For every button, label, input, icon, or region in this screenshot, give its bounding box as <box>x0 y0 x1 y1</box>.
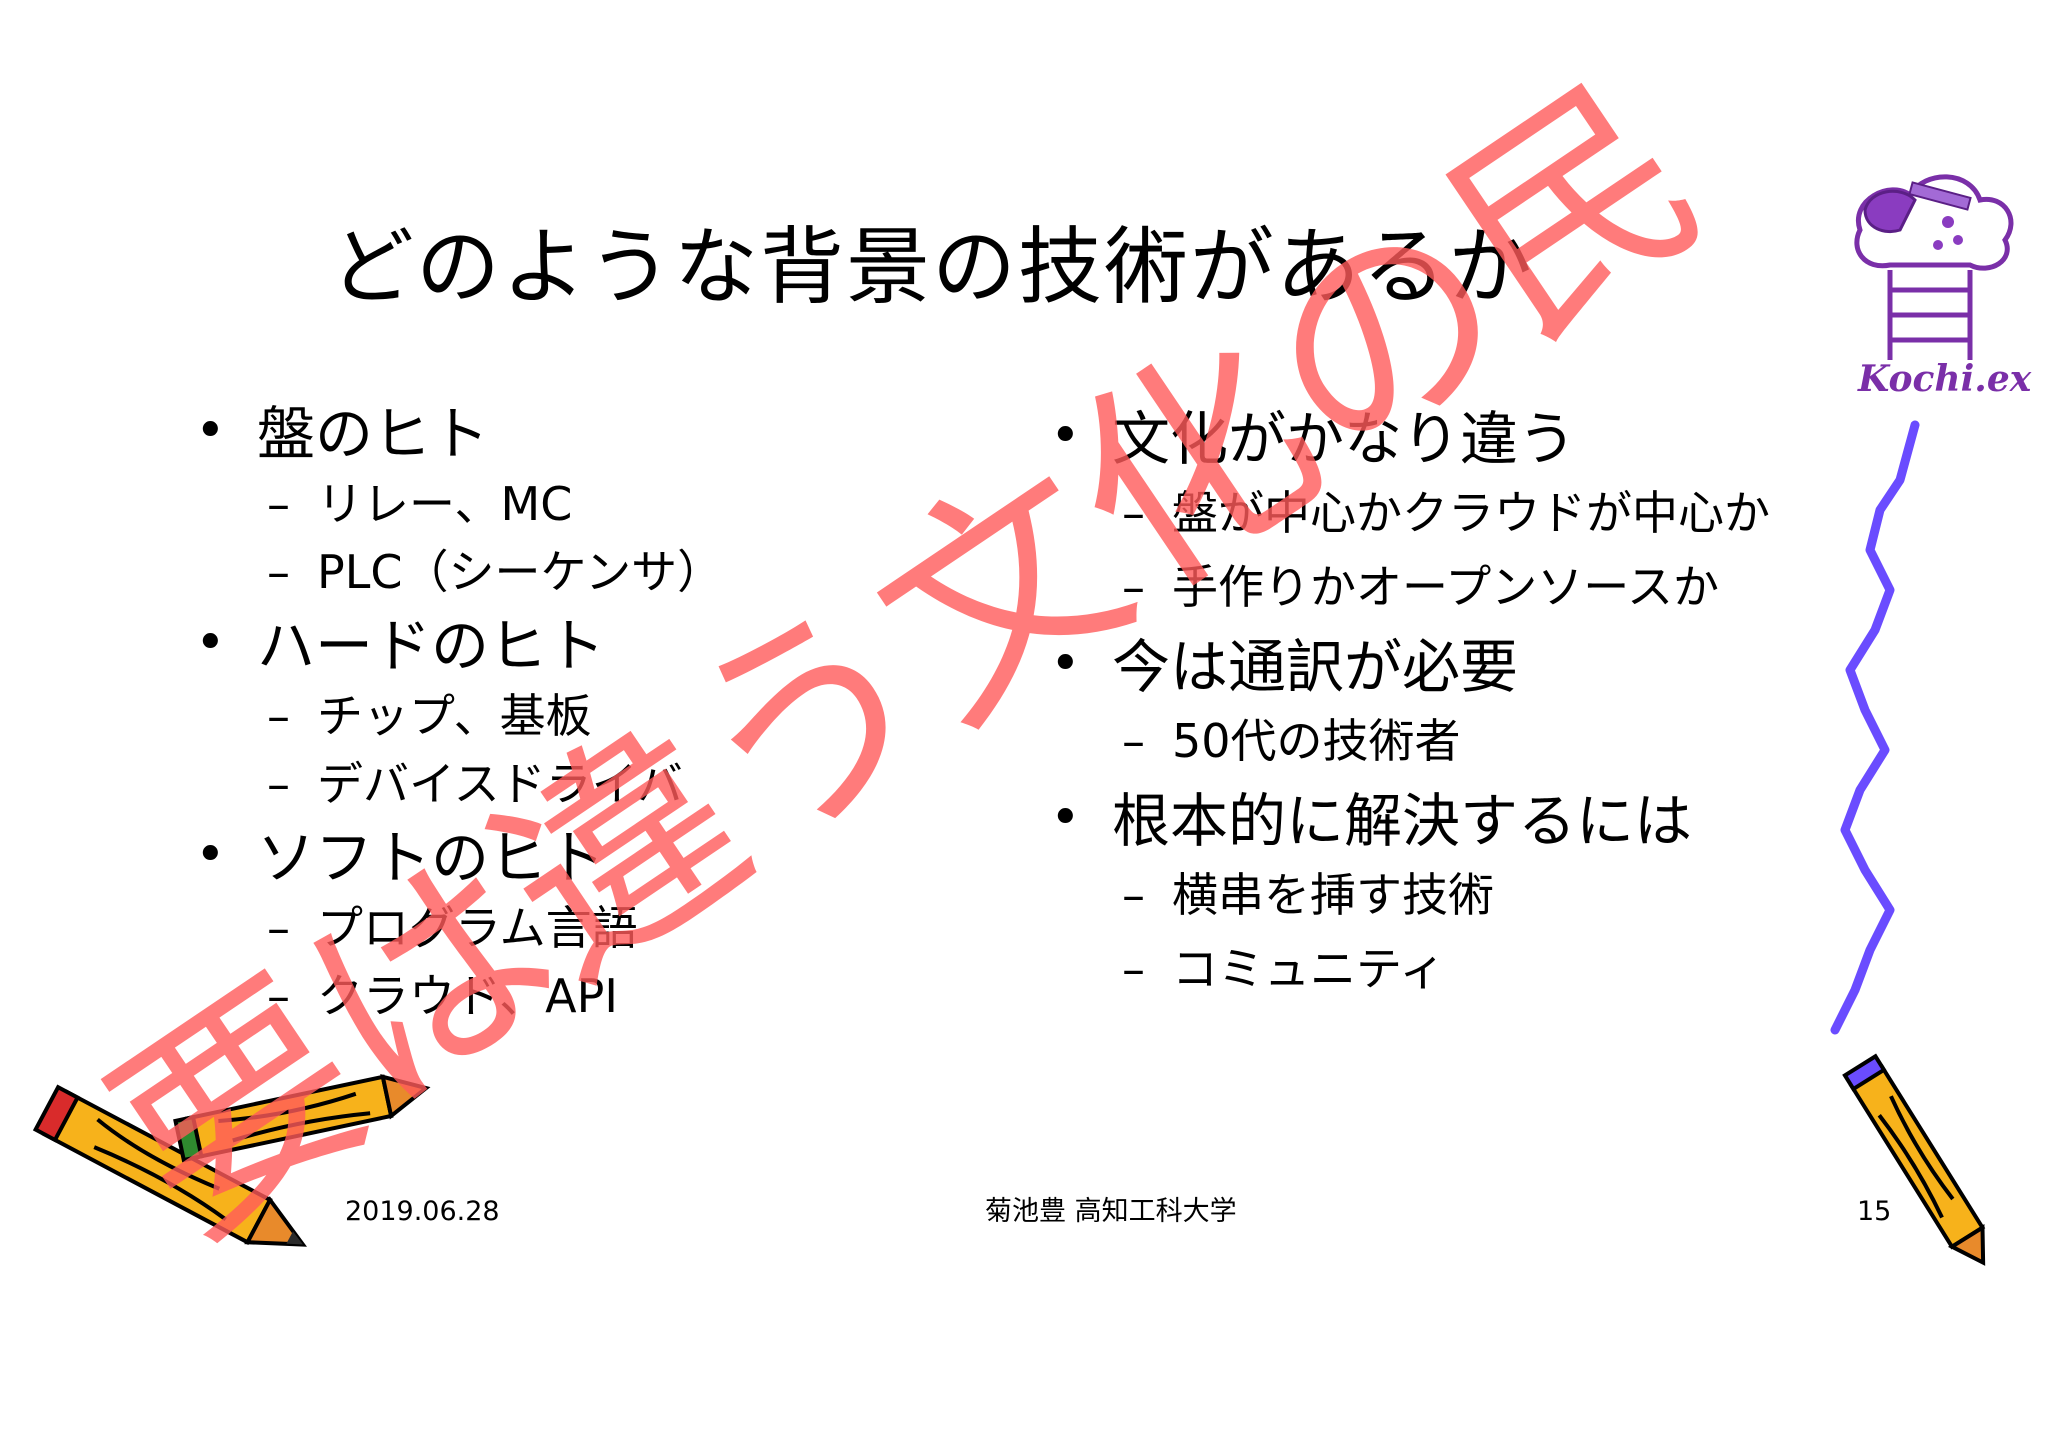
left-column: 盤のヒト リレー、MC PLC（シーケンサ） ハードのヒト チップ、基板 デバイ… <box>195 405 723 1041</box>
sub-bullet-item: 盤が中心かクラウドが中心か <box>1050 490 1770 536</box>
sub-bullet-item: プログラム言語 <box>195 905 723 951</box>
bullet-item: 盤のヒト <box>195 405 723 463</box>
slide-title: どのような背景の技術があるか <box>330 218 1535 316</box>
bullet-item: 今は通訳が必要 <box>1050 638 1770 696</box>
pencil-icon <box>1842 1053 1986 1266</box>
footer-date: 2019.06.28 <box>345 1196 500 1227</box>
pencil-icon <box>173 1074 431 1163</box>
bullet-item: 根本的に解決するには <box>1050 792 1770 850</box>
sub-bullet-item: デバイスドライバ <box>195 761 723 807</box>
bullet-item: ソフトのヒト <box>195 829 723 887</box>
footer-author: 菊池豊 高知工科大学 <box>985 1196 1237 1227</box>
wavy-line-icon <box>1830 420 1920 1035</box>
page-number: 15 <box>1857 1196 1892 1227</box>
sub-bullet-item: 横串を挿す技術 <box>1050 872 1770 918</box>
sub-bullet-item: リレー、MC <box>195 481 723 527</box>
bullet-item: 文化がかなり違う <box>1050 410 1770 468</box>
sub-bullet-item: 50代の技術者 <box>1050 718 1770 764</box>
kochi-ex-logo-icon <box>1854 174 2014 360</box>
sub-bullet-item: 手作りかオープンソースか <box>1050 564 1770 610</box>
logo-text: Kochi.ex <box>1858 358 2032 400</box>
pencil-icon <box>32 1084 307 1247</box>
sub-bullet-item: クラウド、API <box>195 973 723 1019</box>
sub-bullet-item: チップ、基板 <box>195 693 723 739</box>
bullet-item: ハードのヒト <box>195 617 723 675</box>
right-column: 文化がかなり違う 盤が中心かクラウドが中心か 手作りかオープンソースか 今は通訳… <box>1050 410 1770 1020</box>
sub-bullet-item: コミュニティ <box>1050 946 1770 992</box>
sub-bullet-item: PLC（シーケンサ） <box>195 549 723 595</box>
